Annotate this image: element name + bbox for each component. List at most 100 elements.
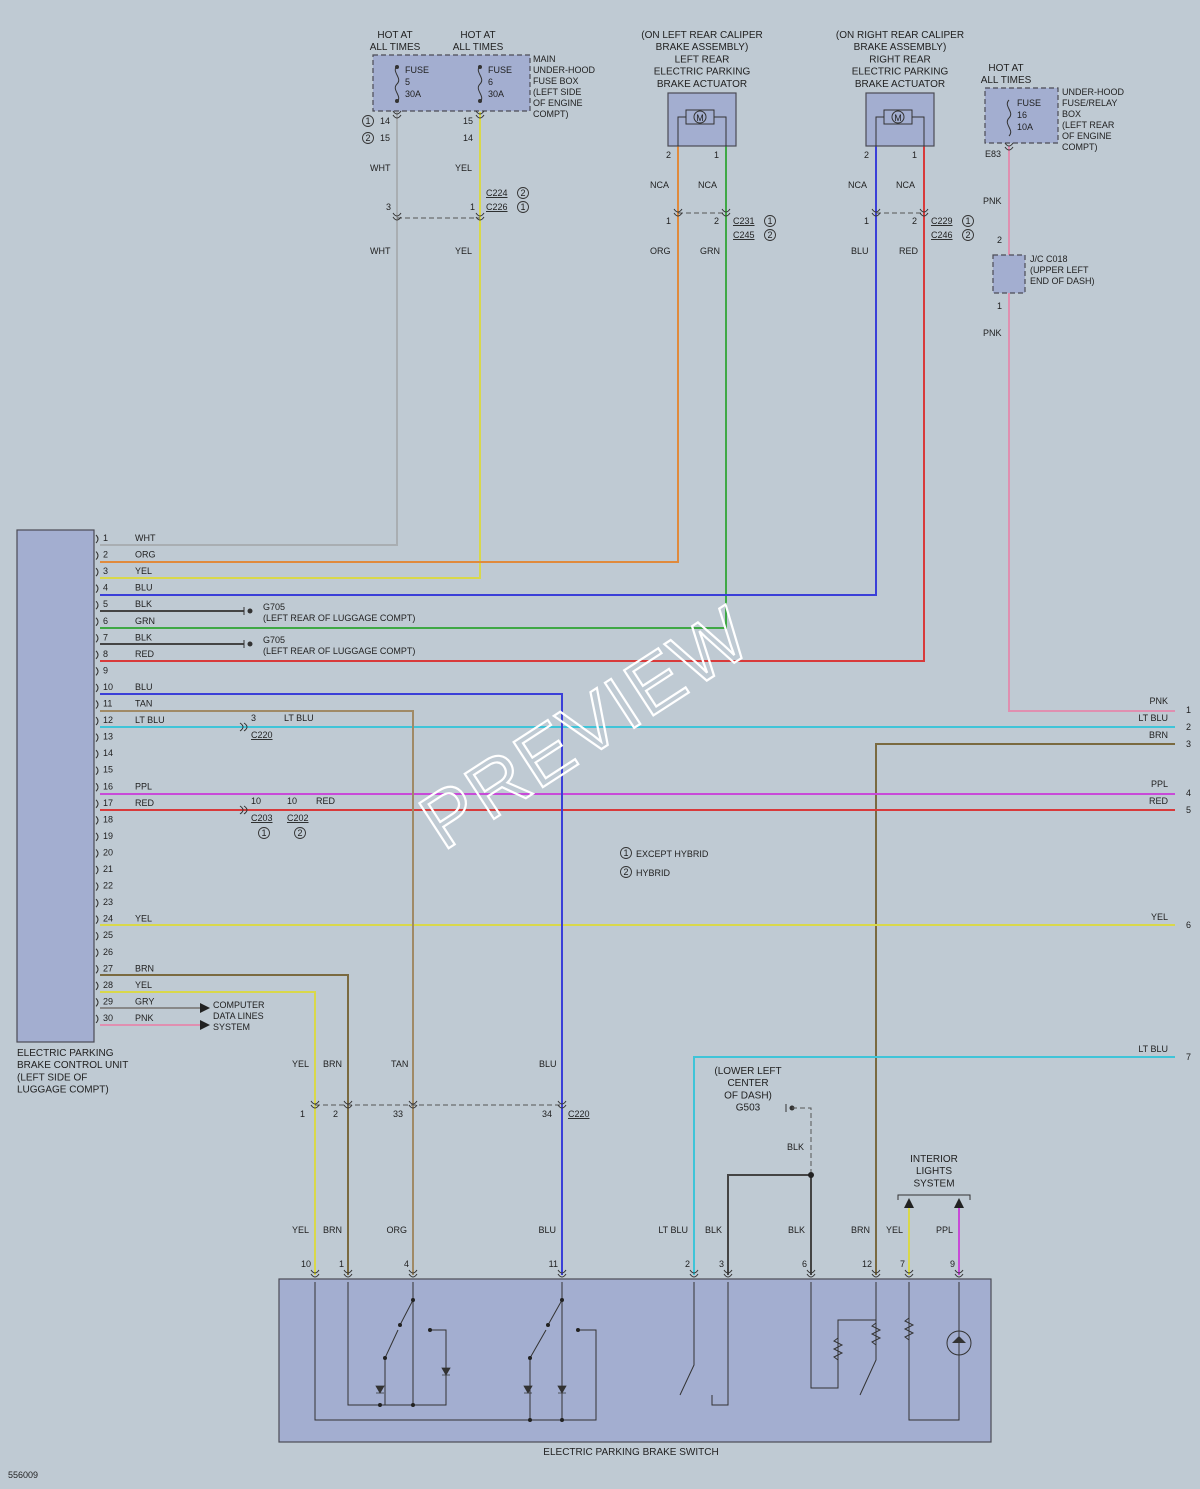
fuse5-symbol-dot bbox=[395, 65, 399, 69]
blk-g503: BLK bbox=[787, 1142, 804, 1152]
c224-pin3: 3 bbox=[386, 202, 391, 212]
wire-org-2 bbox=[100, 146, 679, 563]
ecu-wire-24: YEL bbox=[135, 914, 152, 924]
yel-label-top: YEL bbox=[455, 163, 472, 173]
interior-bracket bbox=[897, 1194, 971, 1200]
ecu-pin-9: 9 bbox=[103, 665, 108, 675]
sw-pin-1: 1 bbox=[339, 1259, 344, 1269]
ecu-wire-16: PPL bbox=[135, 781, 152, 791]
c220-mark-0-b bbox=[310, 1104, 320, 1109]
sw-wire-9: PPL bbox=[936, 1225, 953, 1235]
nca-3: NCA bbox=[896, 180, 915, 190]
sw-wire-5: BLK bbox=[705, 1225, 722, 1235]
ecu-pin-mark-10 bbox=[95, 683, 99, 693]
c203-pin-10: 10 bbox=[251, 796, 261, 806]
sw-pin-mark-0 bbox=[310, 1269, 320, 1274]
c203-label: C203 bbox=[251, 813, 273, 823]
up-tan: TAN bbox=[391, 1059, 408, 1069]
ecu-pin-30: 30 bbox=[103, 1013, 113, 1023]
junction-connector-c018 bbox=[992, 254, 1026, 294]
ecu-pin-18: 18 bbox=[103, 814, 113, 824]
edge-label-6: LT BLU bbox=[1138, 1044, 1168, 1054]
red-label-act: RED bbox=[899, 246, 919, 256]
fuse6-symbol bbox=[477, 65, 483, 103]
act-conn-mark-1 bbox=[721, 208, 731, 213]
fuse5-label: FUSE bbox=[405, 65, 429, 75]
blu-label-act: BLU bbox=[851, 246, 869, 256]
left-actuator bbox=[667, 92, 737, 147]
ecu-pin-4: 4 bbox=[103, 583, 108, 593]
up-yel: YEL bbox=[292, 1059, 309, 1069]
act-conn-mark-0-b bbox=[673, 212, 683, 217]
switch-node-3 bbox=[383, 1356, 387, 1360]
fuse5-symbol-dot2 bbox=[395, 99, 399, 103]
wht-label-mid: WHT bbox=[370, 246, 391, 256]
actuator-pin-3: 1 bbox=[912, 150, 917, 160]
ecu-pin-5: 5 bbox=[103, 599, 108, 609]
sw-wire-0: YEL bbox=[292, 1225, 309, 1235]
wire-wht-1 bbox=[100, 112, 398, 546]
ecu-pin-mark-25 bbox=[95, 931, 99, 941]
ecu-pin-20: 20 bbox=[103, 847, 113, 857]
sw-relay-b bbox=[859, 1282, 877, 1396]
pin-14b: 14 bbox=[463, 133, 473, 143]
ecu-wire-5: BLK bbox=[135, 599, 152, 609]
fuse5-num: 5 bbox=[405, 77, 410, 87]
wire-brn-27 bbox=[100, 974, 349, 1275]
sw-pin-5: 3 bbox=[719, 1259, 724, 1269]
fuse16-label: FUSE bbox=[1017, 98, 1041, 108]
resistor-icon-1 bbox=[870, 1322, 882, 1346]
diode-icon-1 bbox=[523, 1385, 533, 1394]
sw-pin-mark-1-b bbox=[343, 1273, 353, 1278]
jc-pin-1: 1 bbox=[997, 301, 1002, 311]
up-blu: BLU bbox=[539, 1059, 557, 1069]
left-actuator-lead-a bbox=[677, 116, 686, 146]
fuse5-amp: 30A bbox=[405, 89, 421, 99]
wire-grn-6 bbox=[100, 146, 727, 629]
c202-note-circle bbox=[294, 827, 306, 839]
ecu-pin-1: 1 bbox=[103, 533, 108, 543]
sw-pin-mark-6 bbox=[806, 1269, 816, 1274]
switch-node-2 bbox=[428, 1328, 432, 1332]
fuse16-num: 16 bbox=[1017, 110, 1027, 120]
ecu-pin-mark-17 bbox=[95, 799, 99, 809]
c245-note-circle bbox=[764, 229, 776, 241]
c220-pin-3: 3 bbox=[251, 713, 256, 723]
ecu-pin-mark-5 bbox=[95, 600, 99, 610]
pnk-label-mid: PNK bbox=[983, 328, 1002, 338]
ecu-pin-29: 29 bbox=[103, 996, 113, 1006]
ecu-wire-1: WHT bbox=[135, 533, 156, 543]
fuse6-pin-b bbox=[475, 114, 485, 119]
c220-mark-2-b bbox=[408, 1104, 418, 1109]
sw-pin-8: 7 bbox=[900, 1259, 905, 1269]
legend-2-circle bbox=[620, 866, 632, 878]
right-actuator-motor: M bbox=[894, 113, 902, 123]
c224-note: 2 bbox=[520, 188, 525, 198]
fuse5-pin-b bbox=[392, 114, 402, 119]
ecu-wire-27: BRN bbox=[135, 963, 154, 973]
c203-note-circle bbox=[258, 827, 270, 839]
e83-pin-b bbox=[1004, 146, 1014, 151]
c229-note: 1 bbox=[965, 216, 970, 226]
sw-contact-blk bbox=[711, 1282, 729, 1406]
c224-pin-wht bbox=[392, 212, 402, 217]
c220-mark-1 bbox=[343, 1100, 353, 1105]
c231-note-circle bbox=[764, 215, 776, 227]
edge-num-2: 3 bbox=[1186, 739, 1191, 749]
sw-wire-1: BRN bbox=[323, 1225, 342, 1235]
ecu-wire-28: YEL bbox=[135, 980, 152, 990]
ecu-pin-mark-23 bbox=[95, 898, 99, 908]
relay-fuse-box bbox=[984, 87, 1059, 144]
ecu-pin-10: 10 bbox=[103, 682, 113, 692]
arrow-pnk bbox=[200, 1020, 210, 1030]
ecu-pin-mark-22 bbox=[95, 882, 99, 891]
sw-pin-mark-1 bbox=[343, 1269, 353, 1274]
ecu-pin-mark-6 bbox=[95, 617, 99, 627]
fuse6-amp: 30A bbox=[488, 89, 504, 99]
ecu-pin-mark-11 bbox=[95, 700, 99, 709]
sw-pin-mark-8-b bbox=[904, 1273, 914, 1278]
sw-pin-7: 12 bbox=[862, 1259, 872, 1269]
